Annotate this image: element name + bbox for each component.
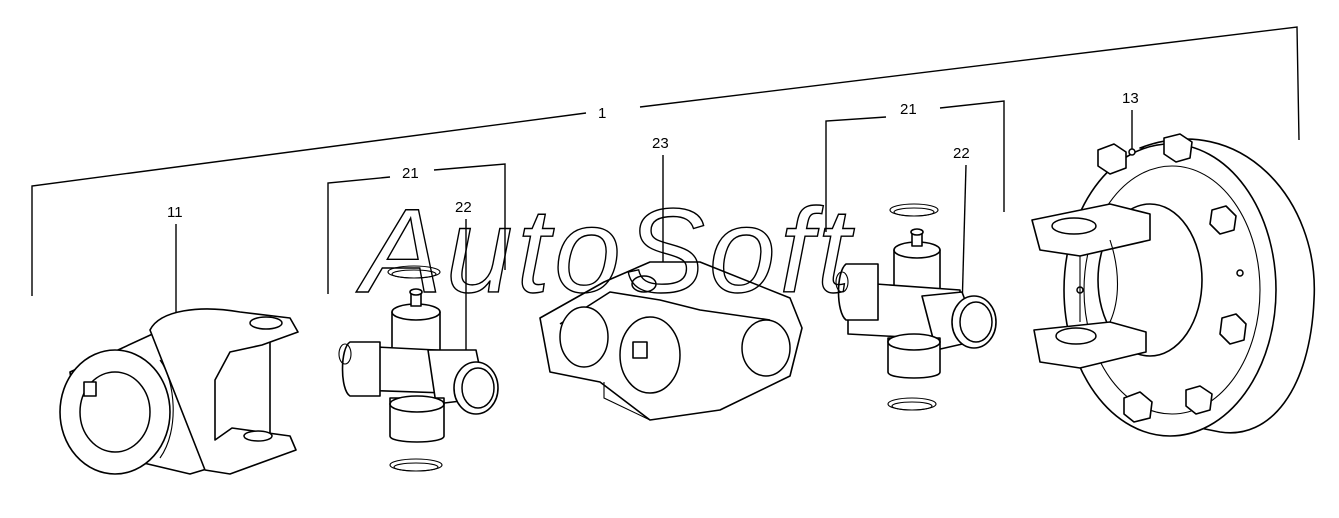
center-coupler — [539, 261, 803, 421]
assembly-bracket: 1 — [31, 26, 1300, 296]
callout-flange-yoke: 13 — [1122, 90, 1139, 107]
callout-ujoint-right: 21 — [900, 101, 917, 118]
callout-assembly: 1 — [598, 105, 606, 122]
callout-snap-ring-left: 22 — [455, 199, 472, 216]
flange-yoke — [1031, 133, 1316, 437]
ujoint-left — [338, 265, 499, 472]
ujoint-right — [835, 203, 997, 411]
ujoint-left-bracket: 21 — [327, 163, 506, 294]
front-slip-yoke — [59, 308, 299, 475]
watermark-text: AutoSoft — [356, 184, 855, 318]
flange-bolts — [1097, 133, 1247, 423]
callout-front-yoke: 11 — [167, 204, 183, 221]
callout-leaders: 11 22 23 22 13 — [167, 90, 1139, 360]
ujoint-right-bracket: 21 — [825, 100, 1005, 232]
callout-ujoint-left: 21 — [402, 165, 419, 182]
callout-center-coupler: 23 — [652, 135, 669, 152]
callout-snap-ring-right: 22 — [953, 145, 970, 162]
